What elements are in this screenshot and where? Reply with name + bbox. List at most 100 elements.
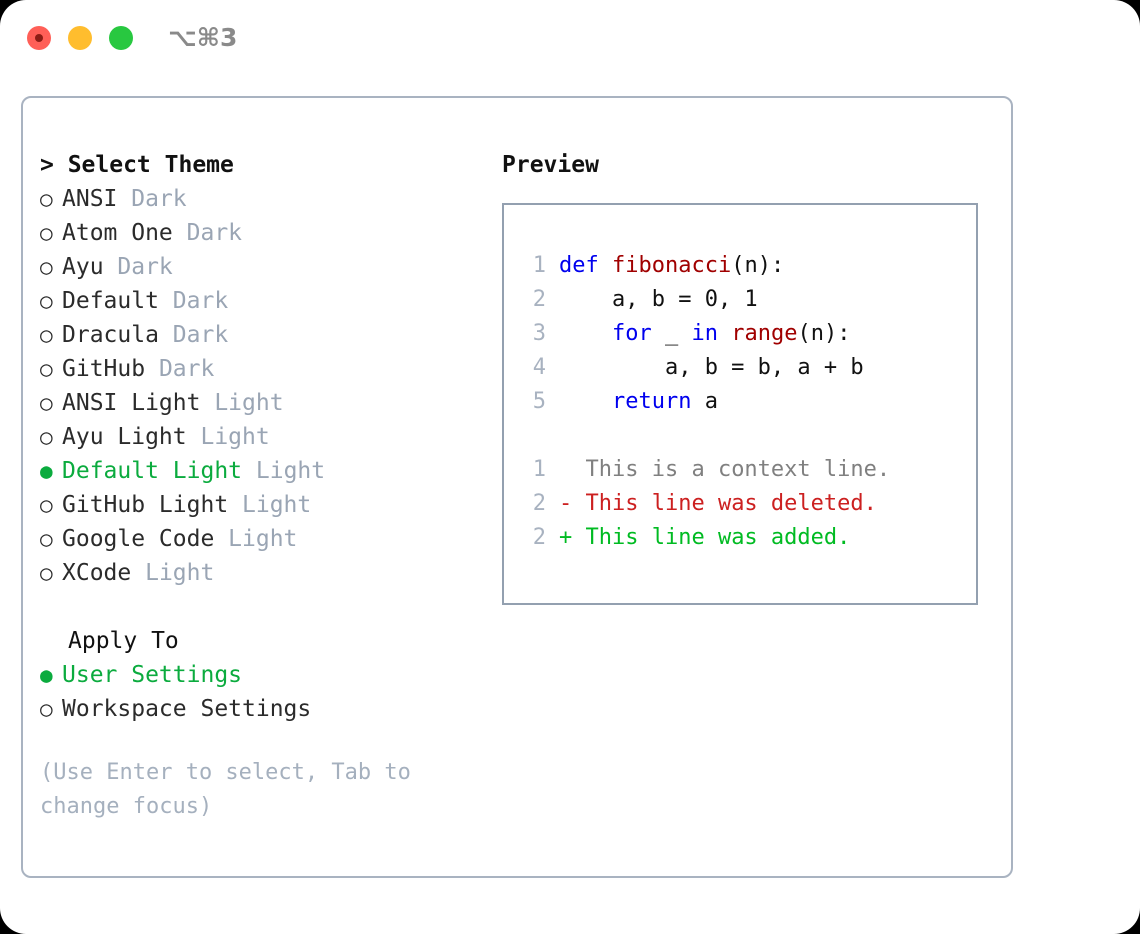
theme-option[interactable]: ○ ANSI Light Light: [40, 386, 480, 420]
theme-option-variant: Dark: [186, 220, 243, 246]
theme-chooser-column: > Select Theme ○ANSI Dark○Atom One Dark ○…: [40, 148, 480, 824]
theme-option-variant: Light: [145, 560, 215, 586]
line-number: 2: [532, 491, 546, 516]
line-number: 2: [532, 525, 546, 550]
theme-option-variant: Light: [200, 424, 270, 450]
maximize-button[interactable]: [109, 26, 133, 50]
theme-option-variant: Light: [214, 390, 284, 416]
apply-to-list: ● User Settings ○ Workspace Settings: [40, 658, 480, 726]
theme-option-name: Dracula: [62, 322, 173, 348]
radio-selected-icon: ●: [40, 663, 53, 687]
apply-to-title: Apply To: [68, 628, 179, 654]
code-line: 5 return a: [504, 385, 976, 419]
apply-to-option[interactable]: ● User Settings: [40, 658, 480, 692]
radio-unselected-icon: ○: [40, 697, 53, 721]
close-button[interactable]: [27, 26, 51, 50]
radio-unselected-icon: ○: [40, 357, 53, 381]
diff-line-text: + This line was added.: [559, 521, 850, 555]
theme-option-variant: Dark: [172, 322, 229, 348]
code-token-pl: (n):: [731, 253, 785, 278]
theme-option-variant: Light: [242, 492, 312, 518]
code-line-text: for _ in range(n):: [559, 317, 850, 351]
radio-unselected-icon: ○: [40, 289, 53, 313]
theme-option[interactable]: ○ Default Dark: [40, 284, 480, 318]
theme-option-name: Google Code: [62, 526, 229, 552]
code-line-text: return a: [559, 385, 718, 419]
theme-option-variant: Dark: [158, 356, 215, 382]
apply-to-option[interactable]: ○ Workspace Settings: [40, 692, 480, 726]
line-number: 2: [532, 287, 546, 312]
diff-text: This line was deleted.: [572, 491, 877, 516]
diff-sample: 1 This is a context line.2- This line wa…: [504, 453, 976, 555]
line-number: 5: [532, 389, 546, 414]
theme-option-name: Ayu: [62, 254, 118, 280]
theme-option[interactable]: ○ANSI Dark: [40, 182, 480, 216]
theme-option[interactable]: ○ GitHub Dark: [40, 352, 480, 386]
code-token-pl: a, b = b, a + b: [559, 355, 864, 380]
radio-unselected-icon: ○: [40, 391, 53, 415]
code-line: 4 a, b = b, a + b: [504, 351, 976, 385]
diff-line: 1 This is a context line.: [504, 453, 976, 487]
theme-option[interactable]: ○Ayu Light Light: [40, 420, 480, 454]
title-bar: ⌥⌘3: [0, 0, 1140, 78]
page-title: > Select Theme: [40, 152, 234, 178]
theme-option-name: XCode: [62, 560, 146, 586]
radio-unselected-icon: ○: [40, 187, 53, 211]
theme-option-name: Default Light: [62, 458, 256, 484]
code-token-pl: [559, 389, 612, 414]
diff-text: This line was added.: [572, 525, 851, 550]
diff-marker: [559, 457, 572, 482]
apply-to-option-label: User Settings: [62, 662, 243, 688]
code-token-pl: (n):: [797, 321, 851, 346]
code-token-pl: _: [651, 321, 692, 346]
code-line-text: def fibonacci(n):: [559, 249, 784, 283]
theme-option[interactable]: ○ Dracula Dark: [40, 318, 480, 352]
keyboard-hint-text: (Use Enter to select, Tab to change focu…: [40, 760, 411, 819]
radio-unselected-icon: ○: [40, 425, 53, 449]
window-controls: [27, 26, 133, 50]
code-token-kw: def: [559, 253, 612, 278]
theme-option[interactable]: ○Ayu Dark: [40, 250, 480, 284]
theme-option[interactable]: ○ GitHub Light Light: [40, 488, 480, 522]
radio-unselected-icon: ○: [40, 493, 53, 517]
code-token-pl: [718, 321, 731, 346]
radio-unselected-icon: ○: [40, 323, 53, 347]
diff-text: This is a context line.: [572, 457, 891, 482]
code-line: 2 a, b = 0, 1: [504, 283, 976, 317]
diff-line: 2 + This line was added.: [504, 521, 976, 555]
apply-to-option-label: Workspace Settings: [62, 696, 312, 722]
line-number: 1: [532, 253, 546, 278]
theme-option-variant: Dark: [131, 186, 187, 212]
theme-option-name: GitHub: [62, 356, 159, 382]
theme-selector-panel: > Select Theme ○ANSI Dark○Atom One Dark ○…: [21, 96, 1013, 878]
diff-marker: -: [559, 491, 573, 516]
code-token-pl: [559, 321, 612, 346]
keyboard-shortcut-label: ⌥⌘3: [168, 23, 238, 52]
theme-option-variant: Light: [228, 526, 298, 552]
code-token-pl: a: [691, 389, 718, 414]
code-line: 1 def fibonacci(n):: [504, 249, 976, 283]
code-line-text: a, b = b, a + b: [559, 351, 864, 385]
radio-unselected-icon: ○: [40, 255, 53, 279]
theme-option-name: Default: [62, 288, 173, 314]
code-line: 3 for _ in range(n):: [504, 317, 976, 351]
code-token-kw: return: [611, 389, 692, 414]
theme-option[interactable]: ○Google Code Light: [40, 522, 480, 556]
radio-selected-icon: ●: [40, 459, 53, 483]
preview-title: Preview: [502, 152, 599, 178]
theme-option[interactable]: ● Default Light Light: [40, 454, 480, 488]
theme-option-variant: Light: [255, 458, 326, 484]
diff-line-text: - This line was deleted.: [559, 487, 877, 521]
theme-option[interactable]: ○ XCode Light: [40, 556, 480, 590]
radio-unselected-icon: ○: [40, 561, 53, 585]
theme-option-variant: Dark: [172, 288, 229, 314]
line-number: 4: [532, 355, 546, 380]
minimize-button[interactable]: [68, 26, 92, 50]
theme-option[interactable]: ○Atom One Dark: [40, 216, 480, 250]
section-spacer: [40, 590, 480, 624]
code-token-kw: for: [611, 321, 652, 346]
theme-option-name: GitHub Light: [62, 492, 243, 518]
code-line-text: a, b = 0, 1: [559, 283, 758, 317]
theme-option-name: ANSI Light: [62, 390, 215, 416]
